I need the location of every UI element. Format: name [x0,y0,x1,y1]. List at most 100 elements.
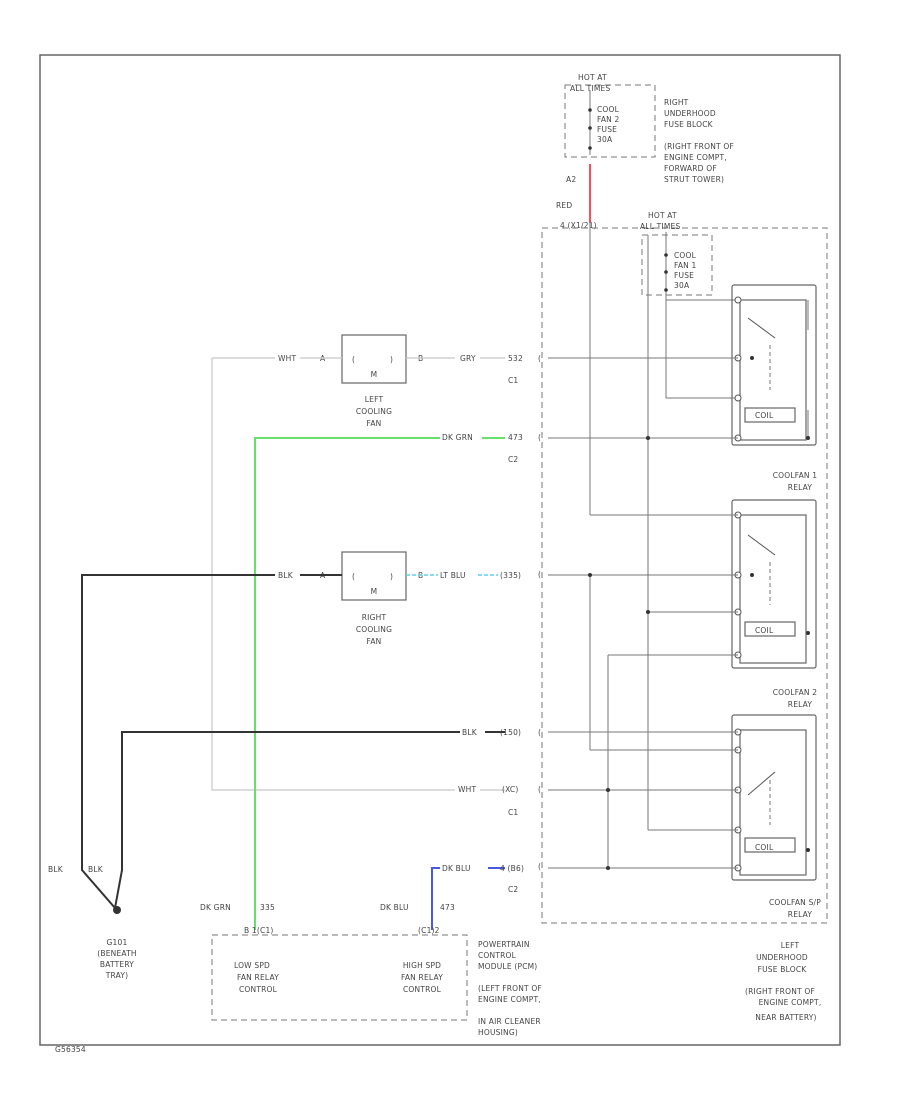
relay-2-label2: RELAY [788,700,813,709]
ground-point [113,906,121,914]
blk-wire-lower [114,731,460,909]
svg-text:LEFT: LEFT [781,941,800,950]
svg-text:G101: G101 [107,938,128,947]
svg-text:FAN RELAY: FAN RELAY [401,973,443,982]
svg-text:FUSE BLOCK: FUSE BLOCK [758,965,808,974]
pcm-low-speed-label: LOW SPD FAN RELAY CONTROL [234,961,279,994]
ground-label: G101 (BENEATH BATTERY TRAY) [97,938,136,980]
figure-id: G56354 [55,1045,86,1054]
left-fan-label3: FAN [367,419,382,428]
svg-text:NEAR BATTERY): NEAR BATTERY) [755,1013,816,1022]
svg-text:ENGINE COMPT,: ENGINE COMPT, [478,995,541,1004]
relay-1: COIL [731,284,817,446]
svg-text:): ) [390,572,393,581]
ground-blk1: BLK [48,865,64,874]
relay-1-label: COOLFAN 1 [773,471,818,480]
inner-fuse-box [641,234,713,296]
svg-text:BATTERY: BATTERY [100,960,134,969]
svg-text:TRAY): TRAY) [105,971,129,980]
dkgrn-circuit: 473 [508,433,523,442]
svg-text:M: M [371,587,378,596]
svg-text:MODULE (PCM): MODULE (PCM) [478,962,537,971]
svg-text:FUSE BLOCK: FUSE BLOCK [664,120,714,129]
svg-text:CONTROL: CONTROL [403,985,442,994]
left-fuse-block-label: LEFT UNDERHOOD FUSE BLOCK (RIGHT FRONT O… [745,941,821,1022]
left-fan-circuit: 532 [508,354,523,363]
right-cooling-fan: M ( ) [341,551,407,601]
inner-fuse-line1: COOL [674,251,697,260]
left-fan-wire-in: WHT [278,354,296,363]
svg-text:FORWARD OF: FORWARD OF [664,164,717,173]
svg-text:COIL: COIL [755,411,774,420]
wht-lower-label: WHT [458,785,476,794]
svg-text:HIGH SPD: HIGH SPD [403,961,441,970]
top-fuse-node [588,126,592,130]
top-fuse-line4: 30A [597,135,613,144]
svg-text:ENGINE COMPT,: ENGINE COMPT, [664,153,727,162]
svg-text:POWERTRAIN: POWERTRAIN [478,940,530,949]
connector-pins: ( ( ( ( ( ( [538,354,541,871]
top-fuse-line2: FAN 2 [597,115,620,124]
svg-text:(LEFT FRONT OF: (LEFT FRONT OF [478,984,542,993]
wht-lower-circuit: (XC) [502,785,518,794]
relay-3-label2: RELAY [788,910,813,919]
top-fuse-hot: HOT AT [578,73,607,82]
red-wire-label: RED [556,201,572,210]
pcm-dkblu-circuit: 473 [440,903,455,912]
relay-3: COIL [731,714,817,881]
top-fuse-node [588,146,592,150]
dkblu-wire [431,867,440,930]
inner-fuse-line2: FAN 1 [674,261,697,270]
right-fan-label3: FAN [367,637,382,646]
top-fuse-line3: FUSE [597,125,617,134]
wht-loop-wire [211,358,455,791]
pcm-description: POWERTRAIN CONTROL MODULE (PCM) (LEFT FR… [478,940,542,1037]
connector-c1: C1 [508,376,518,385]
pcm-high-speed-label: HIGH SPD FAN RELAY CONTROL [401,961,443,994]
relay-3-label: COOLFAN S/P [769,898,821,907]
connector-c2a: C2 [508,455,518,464]
top-fuse-description: RIGHT UNDERHOOD FUSE BLOCK (RIGHT FRONT … [664,98,734,184]
svg-text:(: ( [538,785,541,794]
svg-text:UNDERHOOD: UNDERHOOD [664,109,716,118]
svg-text:(: ( [352,572,355,581]
top-fuse-node [588,108,592,112]
relay-2-label: COOLFAN 2 [773,688,818,697]
pcm-dkblu-pin: (C1)2 [418,926,440,935]
svg-text:(RIGHT FRONT OF: (RIGHT FRONT OF [664,142,734,151]
red-wire-circuit: 4 (X1/21) [560,221,597,230]
inner-fuse-hot: HOT AT [648,211,677,220]
right-fan-label2: COOLING [356,625,392,634]
left-fan-label1: LEFT [365,395,384,404]
svg-text:(: ( [352,355,355,364]
dkgrn-label: DK GRN [442,433,473,442]
connector-c2b: C2 [508,885,518,894]
svg-text:COIL: COIL [755,843,774,852]
svg-text:UNDERHOOD: UNDERHOOD [756,953,808,962]
top-fuse-hot2: ALL TIMES [570,84,610,93]
pcm-dkblu: DK BLU [380,903,409,912]
ground-blk2: BLK [88,865,104,874]
svg-text:(: ( [538,862,541,871]
pcm-dkgrn: DK GRN [200,903,231,912]
top-fuse-line1: COOL [597,105,620,114]
right-fan-wire-in: BLK [278,571,294,580]
inner-fuse-line4: 30A [674,281,690,290]
svg-text:(RIGHT FRONT OF: (RIGHT FRONT OF [745,987,815,996]
blk-wire-upper [81,574,275,909]
inner-fuse-line3: FUSE [674,271,694,280]
dkblu-circuit: 4 (B6) [500,864,524,873]
left-fan-label2: COOLING [356,407,392,416]
relay-2: COIL [731,499,817,669]
relay-1-label2: RELAY [788,483,813,492]
svg-text:COIL: COIL [755,626,774,635]
svg-text:(: ( [538,728,541,737]
connector-c1b: C1 [508,808,518,817]
svg-text:(: ( [538,570,541,579]
left-fuse-block-box [541,227,828,924]
left-cooling-fan: M ( ) [341,334,407,384]
internal-wiring [548,222,809,869]
pcm-dkgrn-pin: B 1(C1) [244,926,274,935]
inner-fuse-hot2: ALL TIMES [640,222,680,231]
